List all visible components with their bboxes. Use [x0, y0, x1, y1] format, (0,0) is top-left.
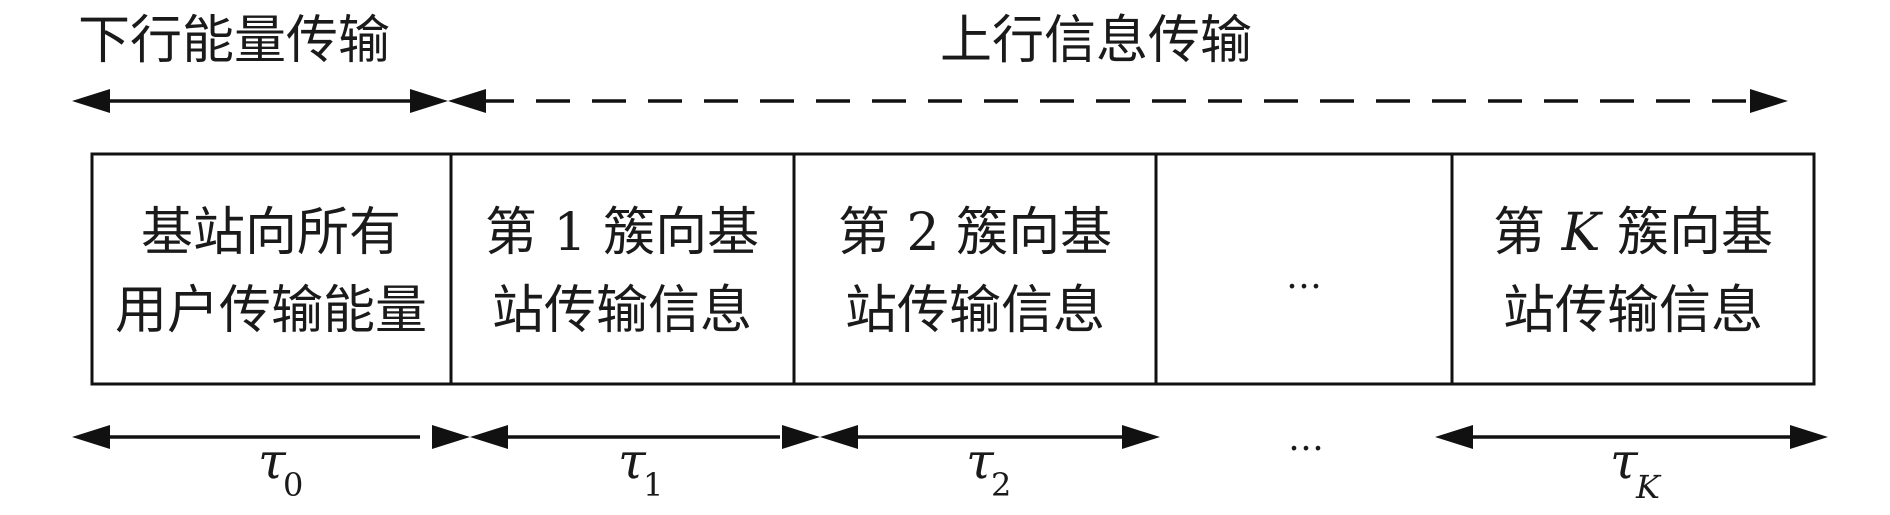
downlink-span-arrow	[72, 89, 448, 113]
block-cluster-1	[449, 152, 796, 386]
block-2-line2: 站传输信息	[845, 281, 1105, 341]
tau-1-subscript: 1	[643, 466, 663, 504]
duration-arrow-1	[470, 425, 820, 449]
tau-k-symbol: τ	[1610, 432, 1639, 490]
duration-label-tau-2: τ 2	[966, 432, 1011, 504]
downlink-energy-label: 下行能量传输	[78, 11, 390, 71]
tau-0-symbol: τ	[258, 432, 287, 490]
duration-ellipsis: …	[1288, 418, 1324, 459]
block-cluster-2	[792, 152, 1158, 386]
tau-2-subscript: 2	[991, 466, 1011, 504]
block-3-ellipsis: …	[1286, 256, 1322, 297]
duration-arrow-k	[1435, 425, 1828, 449]
uplink-span-arrow	[448, 89, 1788, 113]
block-0-line1: 基站向所有	[141, 203, 401, 263]
block-cluster-k	[1450, 152, 1816, 386]
tau-2-symbol: τ	[966, 432, 995, 490]
duration-arrow-2	[820, 425, 1160, 449]
duration-label-tau-1: τ 1	[618, 432, 663, 504]
block-4-line2: 站传输信息	[1503, 281, 1763, 341]
uplink-info-label: 上行信息传输	[940, 11, 1252, 71]
block-1-line2: 站传输信息	[492, 281, 752, 341]
block-1-line1: 第 1 簇向基	[485, 203, 759, 263]
block-2-line1: 第 2 簇向基	[838, 203, 1112, 263]
tau-0-subscript: 0	[283, 466, 303, 504]
duration-label-tau-0: τ 0	[258, 432, 303, 504]
tau-1-symbol: τ	[618, 432, 647, 490]
duration-arrow-0	[72, 425, 470, 449]
block-4-prefix: 第	[1493, 203, 1562, 263]
block-4-line1: 第 K 簇向基	[1493, 203, 1773, 263]
tau-k-subscript: K	[1635, 468, 1662, 506]
block-4-suffix: 簇向基	[1600, 203, 1773, 263]
duration-label-tau-k: τ K	[1610, 432, 1662, 506]
block-4-variable-k: K	[1561, 203, 1604, 263]
block-0-line2: 用户传输能量	[115, 281, 427, 341]
block-energy-transfer	[90, 152, 453, 386]
